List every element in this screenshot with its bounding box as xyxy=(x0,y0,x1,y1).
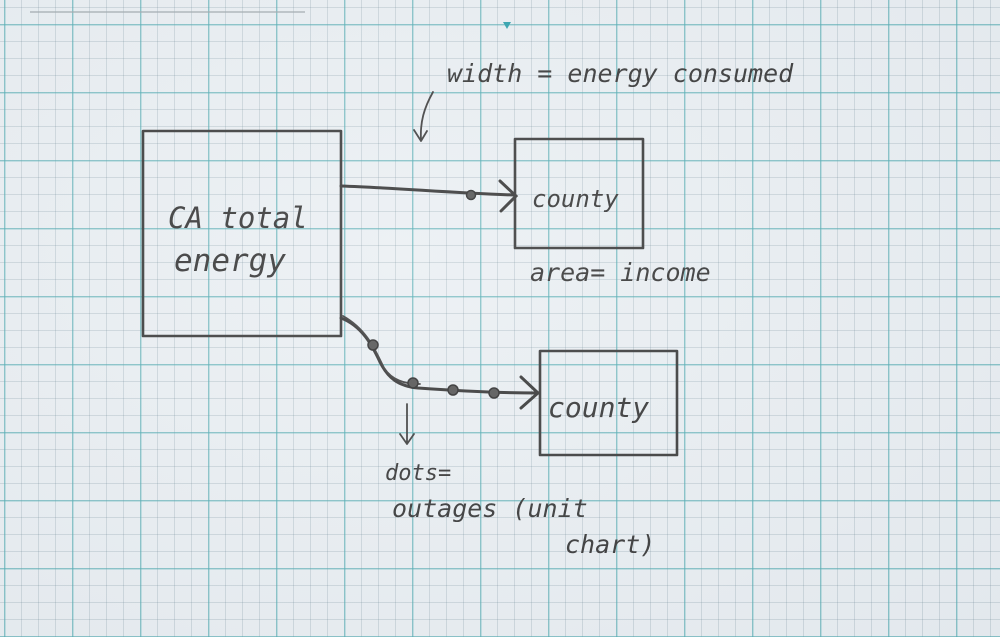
source-node-label-line1: CA total xyxy=(168,201,308,235)
flow-link-bottom-edge xyxy=(342,315,421,385)
width-annotation: width = energy consumed xyxy=(447,59,794,88)
outage-dot-2 xyxy=(407,377,419,389)
dots-annotation-line3: chart) xyxy=(565,530,655,559)
outage-dot-3 xyxy=(447,384,459,396)
source-node-box xyxy=(141,129,343,338)
outage-dot-4 xyxy=(488,387,500,399)
flow-bottom-arrowhead-icon xyxy=(519,375,541,410)
width-annotation-arrow-icon xyxy=(413,91,434,142)
county-node-bottom-label: county xyxy=(548,391,649,424)
flow-top-arrowhead-icon xyxy=(498,179,519,213)
outage-dot-1 xyxy=(367,339,379,351)
dots-annotation-line2: outages (unit xyxy=(392,494,588,523)
source-node-label-line2: energy xyxy=(174,243,286,279)
grid-marker-icon xyxy=(503,22,511,29)
flow-link-bottom xyxy=(339,316,540,395)
dots-annotation-arrow-icon xyxy=(399,403,415,445)
flow-top-dot xyxy=(465,189,477,201)
flow-link-top xyxy=(339,184,516,197)
county-node-bottom-box xyxy=(538,349,679,457)
county-node-top-label: county xyxy=(532,185,619,213)
area-annotation: area= income xyxy=(530,258,711,287)
dots-annotation-line1: dots= xyxy=(385,461,451,486)
